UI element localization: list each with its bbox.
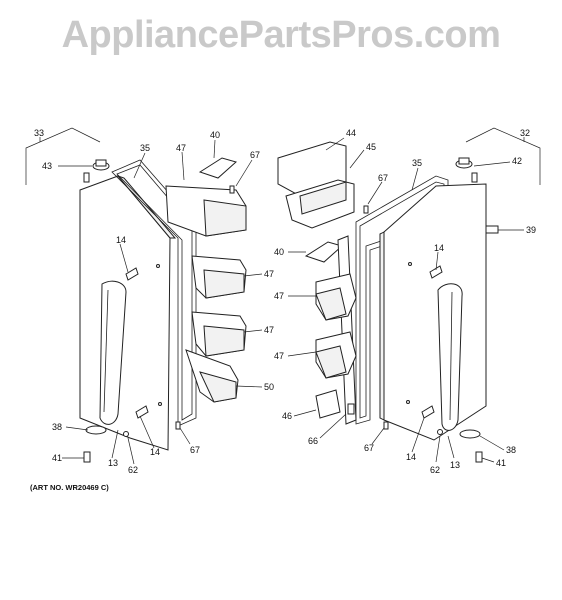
callout-40-top: 40 (210, 130, 220, 140)
left-screw-41 (83, 451, 91, 463)
callout-14-left: 14 (116, 235, 126, 245)
left-door-handle (99, 280, 127, 425)
mullion-screw-66 (347, 403, 355, 415)
callout-66: 66 (308, 436, 318, 446)
right-screw-42 (471, 172, 478, 183)
callout-47-mid-2: 47 (274, 351, 284, 361)
callout-62-left: 62 (128, 465, 138, 475)
callout-62-right: 62 (430, 465, 440, 475)
callout-41-left: 41 (52, 453, 62, 463)
right-cam-14 (429, 265, 443, 279)
left-door-assembly (79, 157, 247, 463)
left-cam-14 (125, 267, 139, 281)
right-hinge-38 (459, 429, 481, 439)
screw-67-mid (363, 205, 369, 214)
callout-42: 42 (512, 156, 522, 166)
ice-dispenser-assembly (277, 141, 369, 263)
left-washer-62 (123, 431, 129, 437)
callout-40-mid: 40 (274, 247, 284, 257)
left-hinge-38 (85, 425, 107, 435)
right-bin-46 (315, 389, 341, 419)
right-door-assembly (315, 157, 499, 463)
callout-43: 43 (42, 161, 52, 171)
callout-13-left: 13 (108, 458, 118, 468)
callout-47-left-2: 47 (264, 325, 274, 335)
callout-67-left-bottom: 67 (190, 445, 200, 455)
left-door-gasket (111, 159, 197, 427)
callout-67-mid-bottom: 67 (364, 443, 374, 453)
callout-47-top: 47 (176, 143, 186, 153)
right-screw-67b (383, 421, 389, 430)
callout-41-right: 41 (496, 458, 506, 468)
callout-14-left-bottom: 14 (150, 447, 160, 457)
right-washer-62 (437, 429, 443, 435)
callout-50: 50 (264, 382, 274, 392)
callout-13-right: 13 (450, 460, 460, 470)
callout-35-right: 35 (412, 158, 422, 168)
callout-labels: 33 43 35 47 40 67 44 45 67 35 42 32 39 1… (30, 128, 536, 492)
right-screw-41 (475, 451, 483, 463)
cover-40-mid (304, 241, 344, 263)
left-cam-14b (135, 405, 149, 419)
right-door-panel (383, 183, 487, 441)
left-screw-43 (83, 172, 90, 183)
callout-46: 46 (282, 411, 292, 421)
callout-67-top: 67 (250, 150, 260, 160)
leader-lines (25, 127, 541, 465)
callout-45: 45 (366, 142, 376, 152)
callout-39: 39 (526, 225, 536, 235)
callout-33: 33 (34, 128, 44, 138)
left-screw-67b (175, 421, 181, 430)
screw-67-top (229, 185, 235, 194)
callout-35-left: 35 (140, 143, 150, 153)
callout-38-left: 38 (52, 422, 62, 432)
callout-32: 32 (520, 128, 530, 138)
callout-47-left-1: 47 (264, 269, 274, 279)
callout-44: 44 (346, 128, 356, 138)
art-number: (ART NO. WR20469 C) (30, 483, 109, 492)
part-39 (485, 225, 499, 234)
callout-67-mid: 67 (378, 173, 388, 183)
right-door-handle (437, 283, 463, 431)
callout-47-mid-1: 47 (274, 291, 284, 301)
mullion-46 (337, 235, 357, 425)
right-cam-14b (421, 405, 435, 419)
callout-14-right-bottom: 14 (406, 452, 416, 462)
watermark: AppliancePartsPros.com (61, 14, 501, 56)
callout-38-right: 38 (506, 445, 516, 455)
cover-40-top (198, 157, 238, 179)
callout-14-right: 14 (434, 243, 444, 253)
